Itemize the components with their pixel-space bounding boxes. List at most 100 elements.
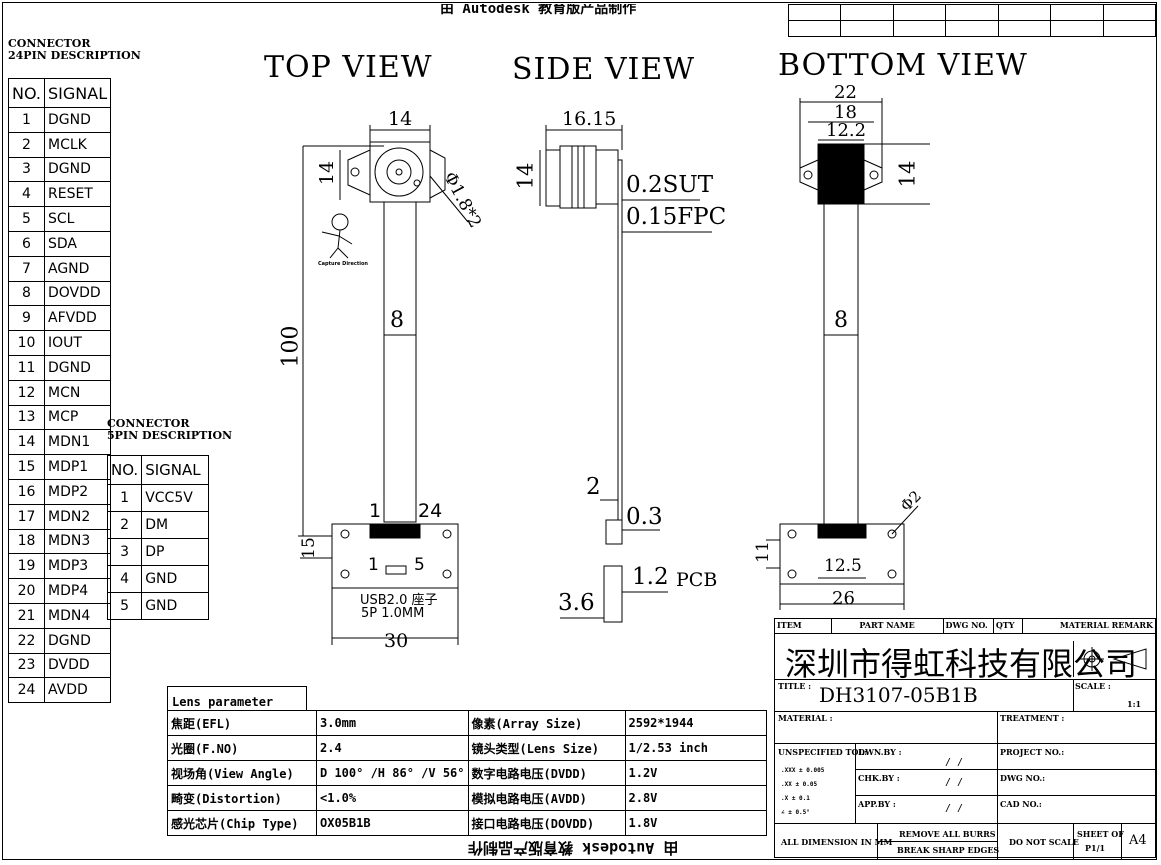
bottom-fpc <box>823 203 859 525</box>
scale-label: SCALE : <box>1075 681 1111 691</box>
lens-param-name: 焦距(EFL) <box>167 710 317 736</box>
top-dim-fpc: 8 <box>390 308 404 333</box>
lens-param-value: D 100° /H 86° /V 56° <box>316 760 469 786</box>
app-slash: / / <box>945 803 964 814</box>
bottom-dim-14: 14 <box>895 160 920 188</box>
app-label: APP.BY : <box>858 799 896 809</box>
pin-number: 24 <box>8 677 45 704</box>
top-mount-hole-left <box>350 167 360 177</box>
top-dim-board-h: 15 <box>298 537 319 559</box>
dwg-no-label: DWG NO.: <box>1000 773 1046 783</box>
pin-signal: MCLK <box>43 131 112 158</box>
h-material: MATERIAL <box>1059 620 1109 630</box>
lens-param-name: 感光芯片(Chip Type) <box>167 810 317 836</box>
h-part: PART NAME <box>830 618 944 634</box>
top-dim-height: 14 <box>316 160 339 186</box>
bottom-dim-122: 12.2 <box>826 120 867 141</box>
side-connector <box>605 519 623 545</box>
lens-param-name: 光圈(F.NO) <box>167 735 317 761</box>
material-label: MATERIAL : <box>778 713 833 723</box>
lens-param-name: 模拟电路电压(AVDD) <box>467 785 626 811</box>
pin-number: 22 <box>8 627 45 654</box>
top-usb-label2: 5P 1.0MM <box>361 606 425 621</box>
top-usb-pin-first: 1 <box>368 555 379 575</box>
dwn-label: DWN.BY : <box>858 747 902 757</box>
side-dim-sut: 0.2SUT <box>626 172 714 198</box>
project-label: PROJECT NO.: <box>1000 747 1065 757</box>
company-name: 深圳市得虹科技有限公司 <box>785 645 1138 683</box>
pin-number: 5 <box>8 206 45 232</box>
connector5-title-line2: 5PIN DESCRIPTION <box>107 429 233 442</box>
connector24-title: CONNECTOR 24PIN DESCRIPTION <box>8 38 141 62</box>
pin-signal: AGND <box>43 255 112 282</box>
side-sensor-mount <box>595 149 619 205</box>
title-block-header: ITEM PART NAME DWG NO. QTY MATERIAL REMA… <box>774 618 1157 634</box>
pin-number: 16 <box>8 478 45 505</box>
pin-number: 18 <box>8 528 45 555</box>
pin-number: 8 <box>8 280 45 307</box>
bottom-dim-18: 18 <box>834 102 857 123</box>
pin-number: 2 <box>8 131 45 158</box>
chk-slash: / / <box>945 777 964 788</box>
break-edges: BREAK SHARP EDGES <box>897 845 1000 855</box>
h-qty: QTY <box>992 618 1023 634</box>
lens-row: 视场角(View Angle)D 100° /H 86° /V 56°数字电路电… <box>167 760 767 786</box>
pin-number: 4 <box>8 181 45 208</box>
connector5-col-no: NO. <box>106 455 143 485</box>
side-dim-pcb-val: 1.2 <box>632 564 669 590</box>
top-view-title: TOP VIEW <box>264 50 433 85</box>
side-dim-fpc: 0.15FPC <box>626 204 727 230</box>
top-board-hole-tr <box>442 529 452 539</box>
top-ear-right <box>429 149 446 199</box>
bottom-connector <box>817 523 867 539</box>
pin-number: 10 <box>8 330 45 356</box>
top-mount-hole-right <box>413 179 421 187</box>
side-dim-2: 2 <box>586 474 601 500</box>
top-usb-pin-last: 5 <box>414 555 425 575</box>
pin-signal: DGND <box>43 156 112 183</box>
top-board-hole-tl <box>340 529 350 539</box>
lens-param-name: 接口电路电压(DOVDD) <box>467 810 626 836</box>
top-dim-width: 14 <box>388 108 413 130</box>
lens-row: 畸变(Distortion)<1.0%模拟电路电压(AVDD)2.8V <box>167 785 767 811</box>
pin-number: 13 <box>8 404 45 431</box>
title-block: ITEM PART NAME DWG NO. QTY MATERIAL REMA… <box>774 618 1157 859</box>
lens-param-name: 视场角(View Angle) <box>167 760 317 786</box>
connector5-title-line1: CONNECTOR <box>107 417 190 430</box>
tol-label: UNSPECIFIED TOL: <box>778 747 868 757</box>
top-banner: 由 Autodesk 教育版产品制作 <box>440 4 637 17</box>
connector24-col-signal: SIGNAL <box>43 78 112 108</box>
pin-signal: AVDD <box>43 677 112 704</box>
lens-param-name: 像素(Array Size) <box>467 710 626 736</box>
top-lens-housing <box>369 141 431 203</box>
pin-number: 5 <box>106 592 143 620</box>
bottom-dim-8: 8 <box>834 308 848 333</box>
all-dim-label: ALL DIMENSION IN MM <box>781 837 893 847</box>
no-scale: DO NOT SCALE <box>1009 837 1079 847</box>
tol-xx: .XX ± 0.05 <box>781 781 818 788</box>
pin-number: 3 <box>106 538 143 566</box>
top-24pin-connector <box>369 523 421 539</box>
h-remark: REMARK <box>1111 620 1153 630</box>
lens-param-value: 3.0mm <box>316 710 469 736</box>
lens-param-value: <1.0% <box>316 785 469 811</box>
side-dim-height: 14 <box>513 162 538 190</box>
lens-title-tab: Lens parameter <box>167 686 307 710</box>
lens-param-name: 数字电路电压(DVDD) <box>467 760 626 786</box>
pin-number: 3 <box>8 156 45 183</box>
bottom-ear-right <box>863 159 883 191</box>
lens-param-value: OX05B1B <box>316 810 469 836</box>
dwn-slash: / / <box>945 757 964 768</box>
